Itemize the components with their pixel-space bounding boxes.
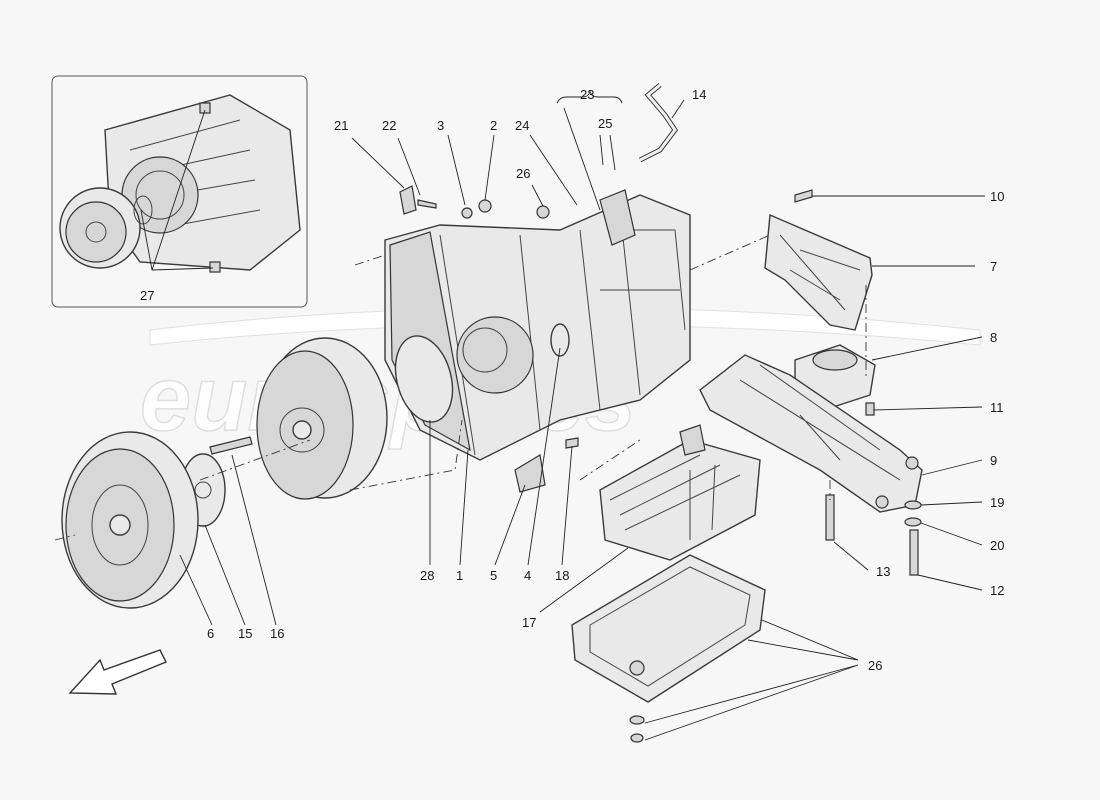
assembly-lines: [54, 234, 867, 541]
callout-labels: 21 22 3 2 24 26 23 25 14 10 7 8 11 9 19 …: [140, 87, 1004, 673]
callout-16: 16: [270, 626, 284, 641]
callout-2: 2: [490, 118, 497, 133]
callout-8: 8: [990, 330, 997, 345]
callout-27: 27: [140, 288, 154, 303]
leader-lines: [179, 90, 985, 741]
callout-14: 14: [692, 87, 706, 102]
callout-21: 21: [334, 118, 348, 133]
callout-17: 17: [522, 615, 536, 630]
callout-26-bottom: 26: [868, 658, 882, 673]
o-ring-28: [394, 335, 454, 423]
callout-5: 5: [490, 568, 497, 583]
inset-transmission: [59, 94, 301, 273]
callout-3: 3: [437, 118, 444, 133]
valve-body: [599, 424, 761, 561]
mount-bracket: [764, 189, 873, 331]
callout-12: 12: [990, 583, 1004, 598]
inset-panel: [51, 75, 308, 308]
crossmember: [699, 354, 923, 513]
callout-4: 4: [524, 568, 531, 583]
torque-converter: [256, 337, 388, 500]
flywheel: [61, 431, 199, 609]
callout-6: 6: [207, 626, 214, 641]
inset-leaders: [140, 109, 214, 271]
arrow-down-left-icon: [68, 649, 167, 695]
callout-26-top: 26: [516, 166, 530, 181]
callout-19: 19: [990, 495, 1004, 510]
callout-24: 24: [515, 118, 529, 133]
callout-10: 10: [990, 189, 1004, 204]
small-parts: [399, 185, 922, 743]
callout-18: 18: [555, 568, 569, 583]
callout-23: 23: [580, 87, 594, 102]
callout-28: 28: [420, 568, 434, 583]
callout-22: 22: [382, 118, 396, 133]
callout-1: 1: [456, 568, 463, 583]
callout-11: 11: [990, 400, 1004, 415]
callout-15: 15: [238, 626, 252, 641]
callout-20: 20: [990, 538, 1004, 553]
callout-25: 25: [598, 116, 612, 131]
breather-hose: [599, 83, 679, 246]
callout-7: 7: [990, 259, 997, 274]
oil-pan: [571, 554, 766, 703]
callout-9: 9: [990, 453, 997, 468]
callout-13: 13: [876, 564, 890, 579]
